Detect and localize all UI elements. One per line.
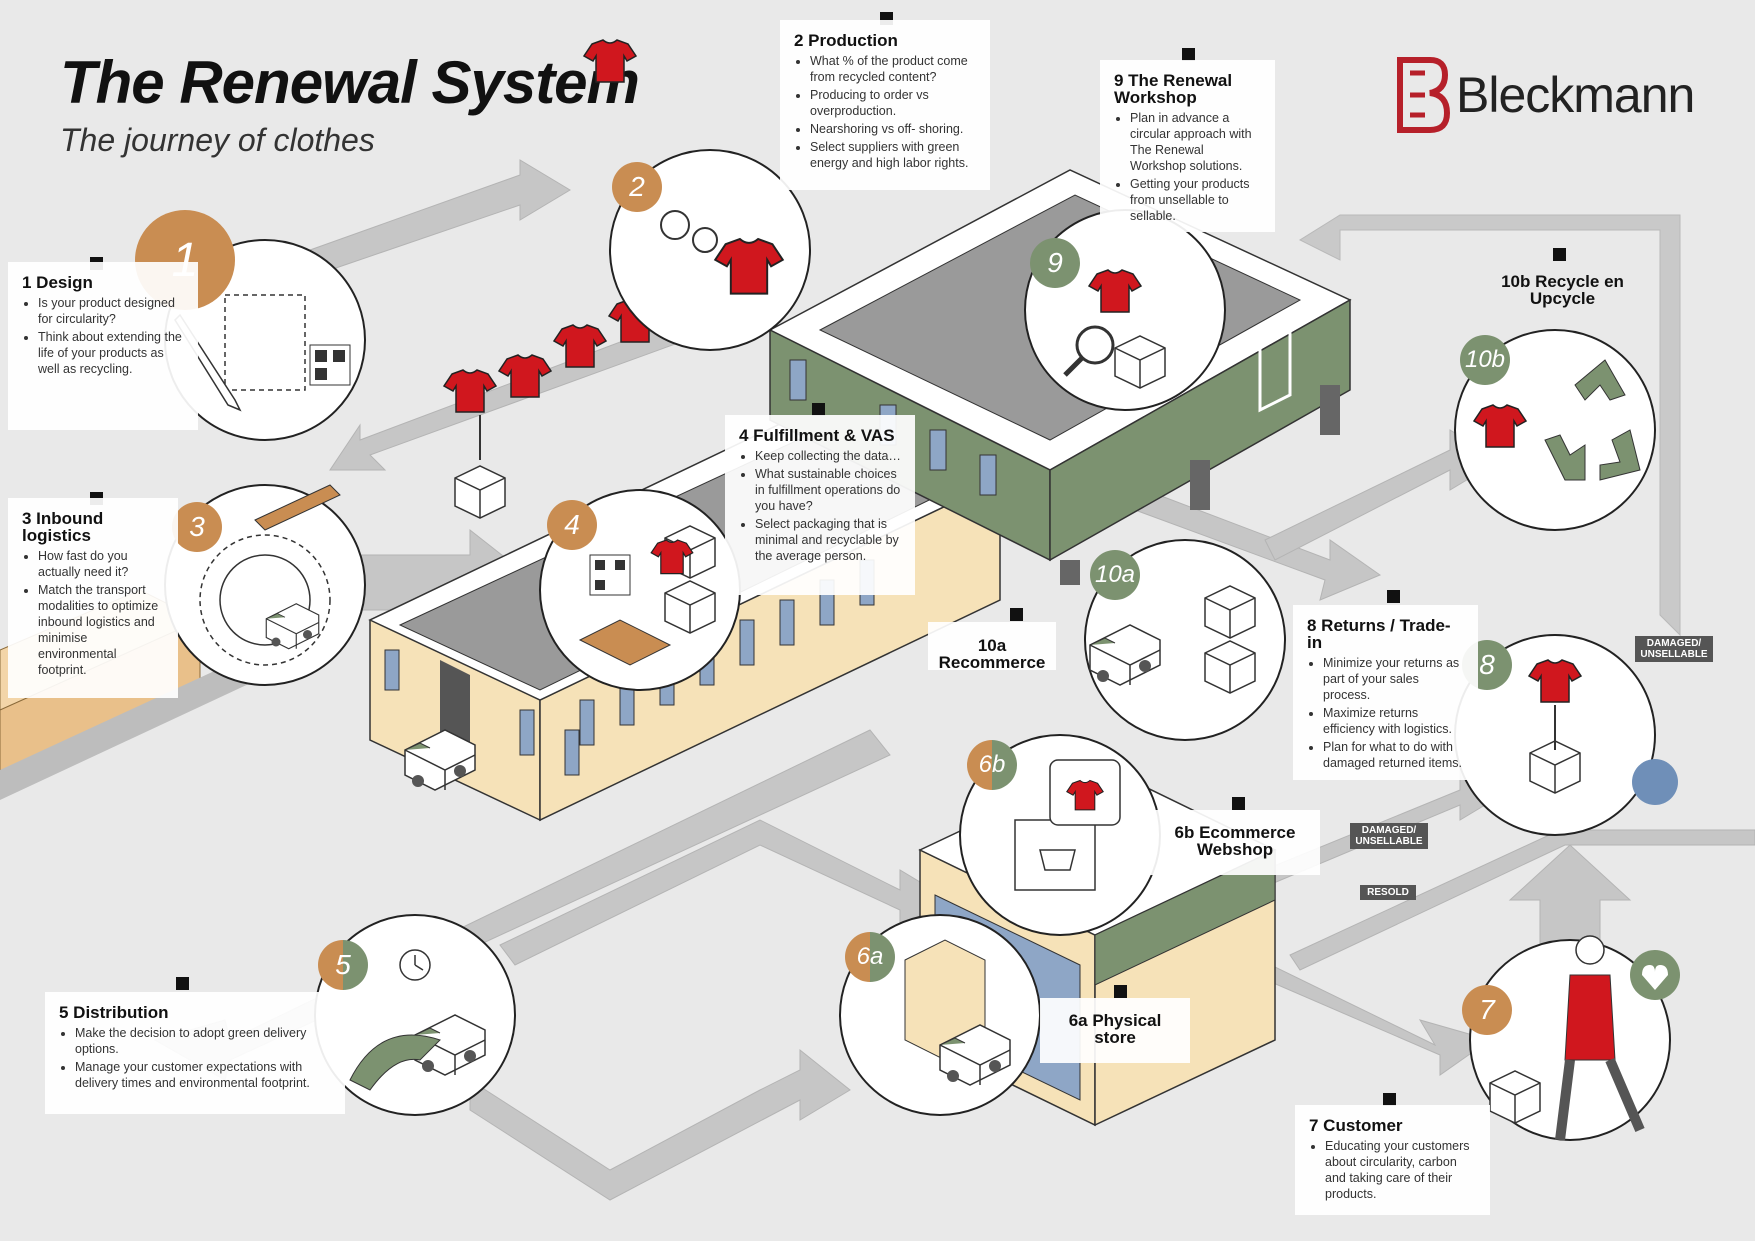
inbound-point-1: How fast do you actually need it? bbox=[38, 548, 164, 580]
design-point-2: Think about extending the life of your p… bbox=[38, 329, 184, 377]
badge-recycle: 10b bbox=[1460, 335, 1510, 385]
returns-point-2: Maximize returns efficiency with logisti… bbox=[1323, 705, 1464, 737]
production-point-3: Nearshoring vs off- shoring. bbox=[810, 121, 976, 137]
marker-webshop bbox=[1232, 797, 1245, 810]
label-recommerce: 10a Recommerce bbox=[928, 622, 1056, 671]
inbound-point-2: Match the transport modalities to optimi… bbox=[38, 582, 164, 678]
panel-inbound-title: 3 Inbound logistics bbox=[22, 509, 104, 545]
fulfillment-point-1: Keep collecting the data… bbox=[755, 448, 901, 464]
marker-recycle bbox=[1553, 248, 1566, 261]
badge-webshop: 6b bbox=[967, 740, 1017, 790]
marker-returns bbox=[1387, 590, 1400, 603]
page-subtitle: The journey of clothes bbox=[60, 122, 375, 158]
returns-point-1: Minimize your returns as part of your sa… bbox=[1323, 655, 1464, 703]
badge-distribution: 5 bbox=[318, 940, 368, 990]
label-recycle: 10b Recycle en Upcycle bbox=[1501, 272, 1624, 308]
recycle-icons bbox=[1473, 359, 1641, 481]
brand-logo: Bleckmann bbox=[1395, 55, 1695, 135]
panel-design: 1 Design Is your product designed for ci… bbox=[8, 262, 198, 430]
badge-physical-store: 6a bbox=[845, 932, 895, 982]
panel-returns-title: 8 Returns / Trade-in bbox=[1307, 616, 1451, 652]
panel-customer: 7 Customer Educating your customers abou… bbox=[1295, 1105, 1490, 1215]
page-title: The Renewal System bbox=[60, 49, 640, 116]
distribution-point-2: Manage your customer expectations with d… bbox=[75, 1059, 331, 1091]
panel-workshop: 9 The Renewal Workshop Plan in advance a… bbox=[1100, 60, 1275, 232]
returns-point-3: Plan for what to do with damaged returne… bbox=[1323, 739, 1464, 771]
badge-production: 2 bbox=[612, 162, 662, 212]
marker-physical-store bbox=[1114, 985, 1127, 998]
distribution-icons bbox=[349, 949, 486, 1091]
customer-icons bbox=[1489, 935, 1680, 1141]
panel-fulfillment: 4 Fulfillment & VAS Keep collecting the … bbox=[725, 415, 915, 595]
workshop-point-1: Plan in advance a circular approach with… bbox=[1130, 110, 1261, 174]
label-physical-store: 6a Physical store bbox=[1040, 998, 1190, 1063]
badge-recommerce: 10a bbox=[1090, 550, 1140, 600]
design-point-1: Is your product designed for circularity… bbox=[38, 295, 184, 327]
marker-workshop bbox=[1182, 48, 1195, 61]
panel-inbound: 3 Inbound logistics How fast do you actu… bbox=[8, 498, 178, 698]
production-point-2: Producing to order vs overproduction. bbox=[810, 87, 976, 119]
fulfillment-icons bbox=[578, 525, 716, 666]
marker-customer bbox=[1383, 1093, 1396, 1106]
panel-returns: 8 Returns / Trade-in Minimize your retur… bbox=[1293, 605, 1478, 780]
customer-point-1: Educating your customers about circulari… bbox=[1325, 1138, 1476, 1202]
fulfillment-point-2: What sustainable choices in fulfillment … bbox=[755, 466, 901, 514]
returns-icons bbox=[1528, 659, 1678, 805]
panel-distribution: 5 Distribution Make the decision to adop… bbox=[45, 992, 345, 1114]
tag-damaged-top: DAMAGED/ UNSELLABLE bbox=[1635, 636, 1713, 662]
store-icons bbox=[904, 939, 1011, 1086]
badge-fulfillment: 4 bbox=[547, 500, 597, 550]
marker-recommerce bbox=[1010, 608, 1023, 621]
production-icons bbox=[660, 210, 784, 295]
title-shirt-icon bbox=[583, 39, 637, 83]
panel-fulfillment-title: 4 Fulfillment & VAS bbox=[739, 426, 895, 445]
inbound-icons bbox=[199, 484, 341, 666]
badge-workshop: 9 bbox=[1030, 238, 1080, 288]
workshop-icons bbox=[1063, 269, 1166, 389]
badge-customer: 7 bbox=[1462, 985, 1512, 1035]
tag-damaged-mid: DAMAGED/ UNSELLABLE bbox=[1350, 823, 1428, 849]
badge-inbound: 3 bbox=[172, 502, 222, 552]
panel-customer-title: 7 Customer bbox=[1309, 1116, 1403, 1135]
webshop-icons bbox=[1014, 759, 1121, 891]
production-point-4: Select suppliers with green energy and h… bbox=[810, 139, 976, 171]
production-point-1: What % of the product come from recycled… bbox=[810, 53, 976, 85]
distribution-point-1: Make the decision to adopt green deliver… bbox=[75, 1025, 331, 1057]
marker-fulfillment bbox=[812, 403, 825, 416]
label-webshop: 6b Ecommerce Webshop bbox=[1150, 810, 1320, 875]
panel-production-title: 2 Production bbox=[794, 31, 898, 50]
panel-design-title: 1 Design bbox=[22, 273, 93, 292]
tag-resold: RESOLD bbox=[1360, 885, 1416, 900]
marker-distribution bbox=[176, 977, 189, 990]
brand-name: Bleckmann bbox=[1456, 67, 1695, 123]
panel-distribution-title: 5 Distribution bbox=[59, 1003, 169, 1022]
panel-workshop-title: 9 The Renewal Workshop bbox=[1114, 71, 1233, 107]
workshop-point-2: Getting your products from unsellable to… bbox=[1130, 176, 1261, 224]
bleckmann-logo-icon bbox=[1397, 57, 1450, 133]
panel-production: 2 Production What % of the product come … bbox=[780, 20, 990, 190]
production-shirts bbox=[443, 274, 707, 519]
fulfillment-point-3: Select packaging that is minimal and rec… bbox=[755, 516, 901, 564]
